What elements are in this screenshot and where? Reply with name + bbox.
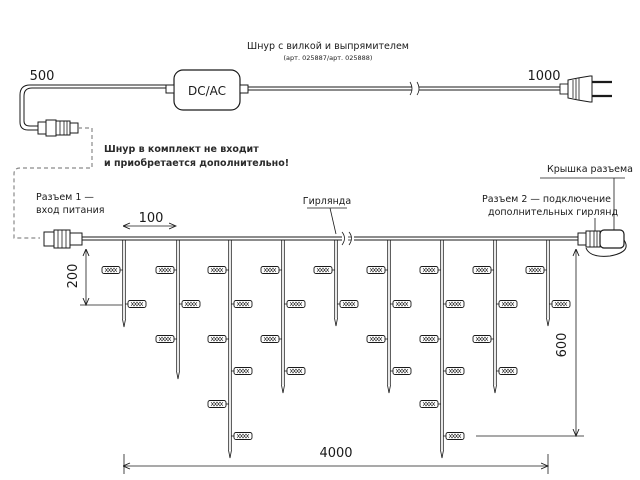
led-bulb-icon <box>231 432 253 440</box>
led-bulb-icon <box>366 266 388 274</box>
dim-100: 100 <box>139 211 164 226</box>
icicle-drop <box>260 240 306 394</box>
icicle-drops <box>101 240 571 459</box>
led-bulb-icon <box>366 335 388 343</box>
led-bulb-icon <box>443 367 465 375</box>
led-bulb-icon <box>496 300 518 308</box>
power-cord <box>19 81 560 131</box>
led-bulb-icon <box>260 335 282 343</box>
icicle-drop <box>525 240 571 327</box>
led-bulb-icon <box>207 400 229 408</box>
icicle-drop <box>472 240 518 394</box>
icicle-drop <box>101 240 147 328</box>
icicle-drop <box>207 240 253 459</box>
led-bulb-icon <box>549 300 571 308</box>
converter-box: DC/AC <box>165 69 249 111</box>
led-bulb-icon <box>231 367 253 375</box>
led-bulb-icon <box>390 367 412 375</box>
cord-connector-icon <box>37 119 79 137</box>
garland-main-wire <box>82 231 578 246</box>
led-bulb-icon <box>125 300 147 308</box>
led-bulb-icon <box>390 300 412 308</box>
cap-label: Крышка разъема <box>547 164 633 175</box>
led-bulb-icon <box>284 300 306 308</box>
output-connector-icon <box>577 229 627 257</box>
icicle-drop <box>313 240 359 327</box>
icicle-drop <box>366 240 412 394</box>
led-bulb-icon <box>443 300 465 308</box>
led-bulb-icon <box>472 335 494 343</box>
connector1-line-2: вход питания <box>36 205 104 216</box>
led-bulb-icon <box>525 266 547 274</box>
connector1-line-1: Разъем 1 — <box>36 192 94 203</box>
connector2-line-2: дополнительных гирлянд <box>488 207 618 218</box>
dimension-4000: 4000 <box>124 446 548 474</box>
led-bulb-icon <box>313 266 335 274</box>
dimension-200: 200 <box>66 250 122 305</box>
led-bulb-icon <box>284 367 306 375</box>
dim-600: 600 <box>555 333 570 358</box>
led-bulb-icon <box>472 266 494 274</box>
dim-200: 200 <box>66 264 81 289</box>
dashed-connection <box>13 127 93 239</box>
garland-label: Гирлянда <box>303 196 351 207</box>
dim-1000: 1000 <box>527 69 560 84</box>
cord-title: Шнур с вилкой и выпрямителем <box>247 41 409 52</box>
led-bulb-icon <box>419 400 441 408</box>
led-bulb-icon <box>260 266 282 274</box>
led-bulb-icon <box>419 335 441 343</box>
led-bulb-icon <box>207 266 229 274</box>
led-bulb-icon <box>155 266 177 274</box>
led-bulb-icon <box>155 335 177 343</box>
led-bulb-icon <box>231 300 253 308</box>
dim-500: 500 <box>30 69 55 84</box>
dimension-600: 600 <box>476 250 584 436</box>
icicle-drop <box>155 240 201 380</box>
led-bulb-icon <box>207 335 229 343</box>
connector2-line-1: Разъем 2 — подключение <box>482 194 611 205</box>
note-line-1: Шнур в комплект не входит <box>104 144 259 155</box>
plug-icon <box>559 75 612 103</box>
dim-4000: 4000 <box>319 446 352 461</box>
led-bulb-icon <box>419 266 441 274</box>
led-bulb-icon <box>101 266 123 274</box>
led-bulb-icon <box>443 432 465 440</box>
note-line-2: и приобретается дополнительно! <box>104 158 289 169</box>
cord-articles: (арт. 025887/арт. 025888) <box>284 54 373 62</box>
led-bulb-icon <box>496 367 518 375</box>
converter-label: DC/AC <box>188 84 226 98</box>
input-connector-icon <box>43 229 83 249</box>
icicle-drop <box>419 240 465 459</box>
led-bulb-icon <box>337 300 359 308</box>
led-bulb-icon <box>179 300 201 308</box>
